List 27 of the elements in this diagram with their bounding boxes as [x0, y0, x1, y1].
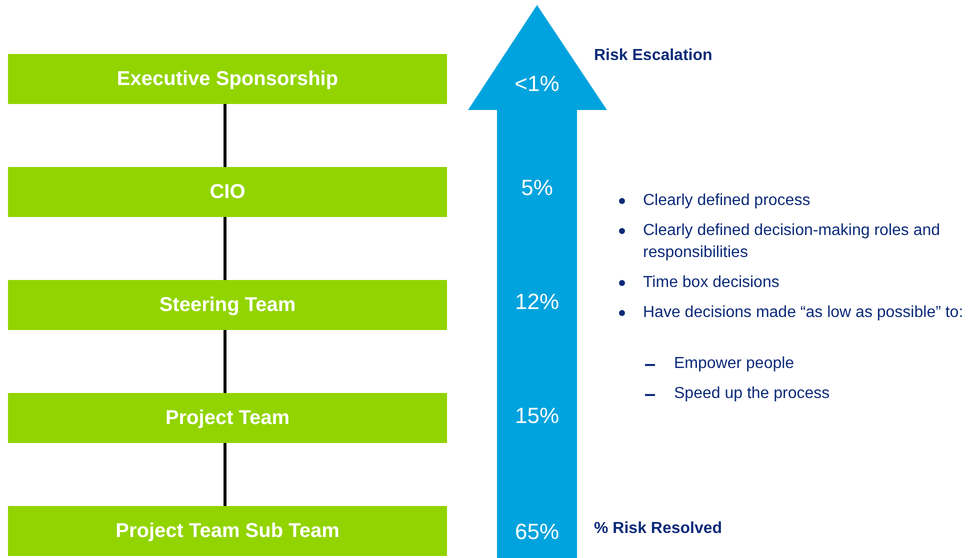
- level-title: Executive Sponsorship: [116, 68, 338, 90]
- level-box: [8, 54, 447, 104]
- level-box: [8, 506, 447, 556]
- axis-caption: Risk Escalation: [594, 47, 712, 65]
- connector-line: [224, 330, 226, 393]
- connector-line: [224, 104, 226, 167]
- percentage-label: <1%: [514, 71, 560, 97]
- level-title: Project Team: [165, 406, 290, 430]
- sub-bullet-text: Empower people: [674, 354, 796, 374]
- percentage-label: 12%: [514, 289, 560, 315]
- percentage-label: 15%: [514, 403, 560, 429]
- level-title: Project Team Sub Team: [116, 520, 340, 542]
- axis-caption: % Risk Resolved: [594, 520, 722, 538]
- level-box: [8, 167, 447, 217]
- level-box: [8, 280, 447, 330]
- connector-line: [224, 217, 226, 280]
- percentage-label: 65%: [514, 519, 560, 545]
- connector-line: [224, 443, 226, 506]
- level-box: [8, 393, 447, 443]
- bullet-text: Time box decisions: [643, 273, 780, 293]
- sub-bullet-text: Speed up the process: [674, 384, 831, 404]
- level-title: CIO: [210, 180, 246, 204]
- bullet-text: Have decisions made “as low as possible” to:: [643, 303, 964, 323]
- bullet-text: Clearly defined process: [643, 191, 812, 211]
- percentage-label: 5%: [520, 175, 554, 201]
- bullet-text: Clearly defined decision-making roles and responsibilities: [643, 221, 942, 263]
- level-title: Steering Team: [159, 294, 296, 316]
